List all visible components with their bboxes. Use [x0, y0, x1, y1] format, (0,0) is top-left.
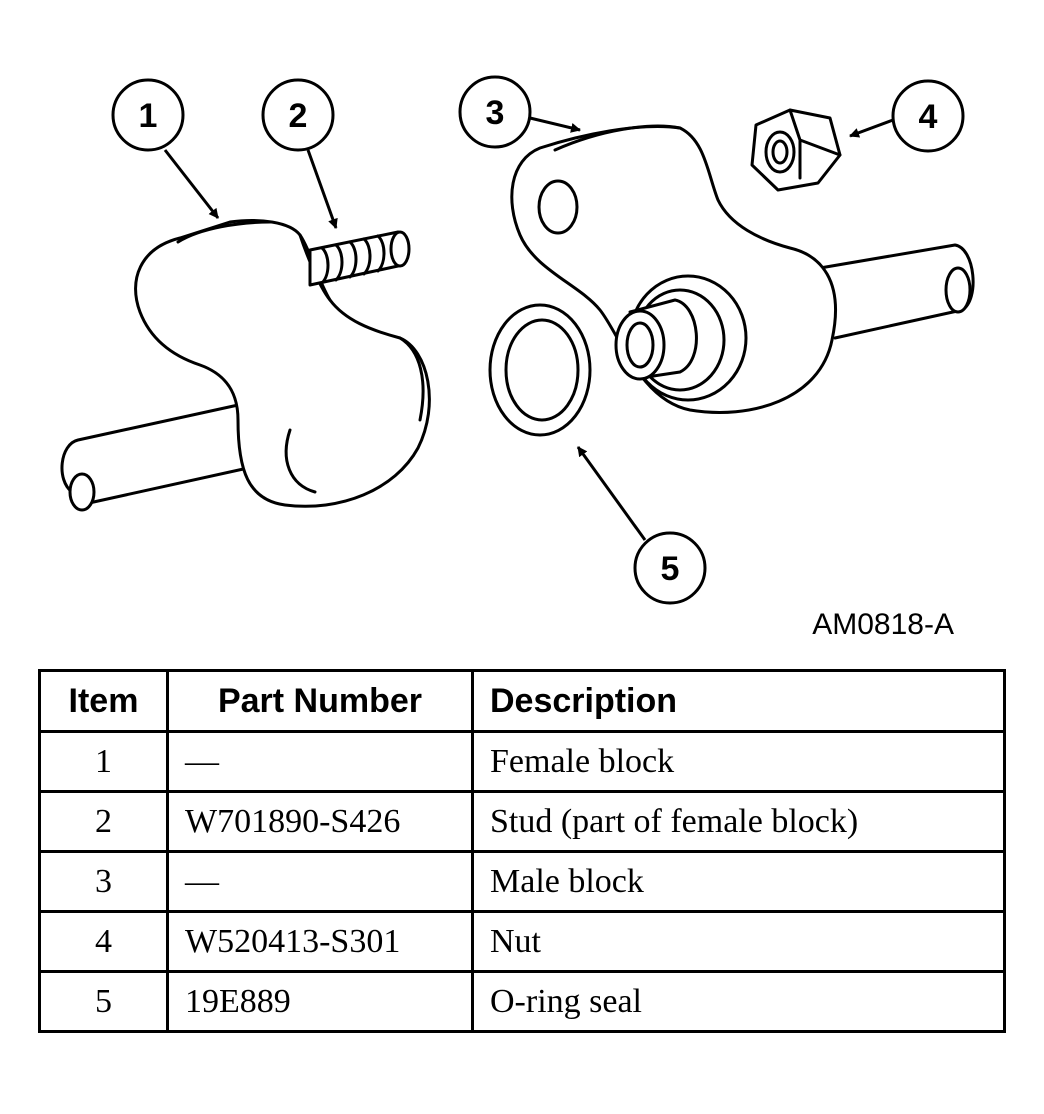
table-row: 4 W520413-S301 Nut: [38, 910, 1006, 973]
callout-label-2: 2: [289, 97, 308, 135]
cell-part-number: W701890-S426: [166, 790, 474, 853]
cell-item: 3: [38, 850, 169, 913]
cell-part-number: W520413-S301: [166, 910, 474, 973]
parts-table: Item Part Number Description 1 — Female …: [38, 669, 1006, 1033]
header-part-number: Part Number: [166, 669, 474, 733]
female-block: [60, 219, 431, 512]
cell-description: Nut: [471, 910, 1006, 973]
leader-line-2: [306, 149, 338, 229]
nut: [750, 108, 842, 192]
cell-item: 1: [38, 730, 169, 793]
cell-description: Female block: [471, 730, 1006, 793]
leader-line-1: [163, 149, 220, 219]
table-row: 3 — Male block: [38, 850, 1006, 913]
leader-line-3: [529, 116, 581, 133]
cell-item: 4: [38, 910, 169, 973]
callout-label-4: 4: [919, 98, 938, 136]
callout-circle-5: [633, 531, 707, 605]
callout-circle-2: [261, 78, 335, 152]
callout-circle-3: [458, 75, 532, 149]
exploded-parts-diagram: 1 2 3 4 5: [60, 75, 975, 605]
cell-item: 5: [38, 970, 169, 1033]
male-block: [510, 124, 975, 414]
callout-circle-4: [891, 79, 965, 153]
stud: [308, 230, 411, 287]
o-ring-seal: [488, 303, 592, 437]
cell-part-number: 19E889: [166, 970, 474, 1033]
cell-description: Stud (part of female block): [471, 790, 1006, 853]
cell-item: 2: [38, 790, 169, 853]
table-row: 5 19E889 O-ring seal: [38, 970, 1006, 1033]
table-row: 2 W701890-S426 Stud (part of female bloc…: [38, 790, 1006, 853]
cell-description: Male block: [471, 850, 1006, 913]
leader-line-4: [849, 118, 894, 138]
callout-label-3: 3: [486, 94, 505, 132]
leader-line-5: [576, 446, 647, 541]
table-header-row: Item Part Number Description: [38, 669, 1006, 733]
cell-part-number: —: [166, 850, 474, 913]
callout-label-5: 5: [661, 550, 680, 588]
cell-description: O-ring seal: [471, 970, 1006, 1033]
header-description: Description: [471, 669, 1006, 733]
figure-code: AM0818-A: [812, 608, 954, 641]
callout-circle-1: [111, 78, 185, 152]
callout-label-1: 1: [139, 97, 158, 135]
cell-part-number: —: [166, 730, 474, 793]
header-item: Item: [38, 669, 169, 733]
table-row: 1 — Female block: [38, 730, 1006, 793]
